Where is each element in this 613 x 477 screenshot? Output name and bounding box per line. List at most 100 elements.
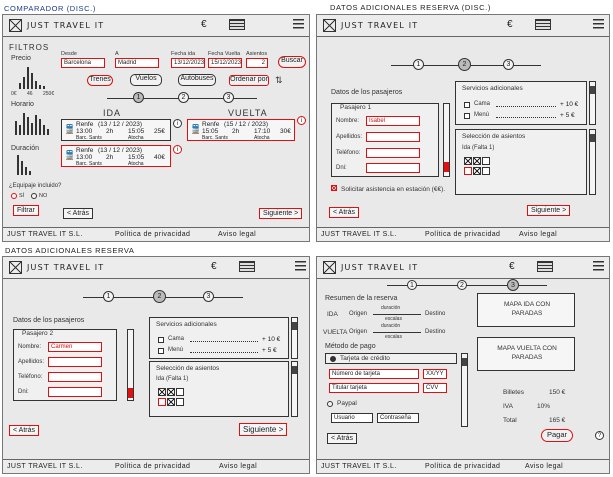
language-flag-icon[interactable]: [229, 19, 245, 30]
language-flag-icon[interactable]: [535, 19, 551, 30]
back-button[interactable]: < Atrás: [63, 208, 93, 219]
filter-button[interactable]: Filtrar: [13, 205, 39, 216]
footer-privacy-link[interactable]: Política de privacidad: [115, 463, 191, 470]
logo-icon[interactable]: [323, 261, 336, 274]
map-ida[interactable]: MAPA IDA CON PARADAS: [477, 293, 575, 327]
next-button[interactable]: Siguiente >: [259, 208, 303, 219]
next-button[interactable]: Siguiente >: [527, 205, 571, 216]
currency-selector[interactable]: €: [507, 19, 513, 30]
passenger-tab[interactable]: Pasajero 1: [340, 104, 372, 111]
assist-checkbox[interactable]: [331, 185, 337, 191]
step-3[interactable]: 3: [507, 279, 519, 291]
currency-selector[interactable]: €: [201, 19, 207, 30]
luggage-no-radio[interactable]: [31, 193, 37, 199]
seat-selected[interactable]: [158, 398, 166, 406]
bed-checkbox[interactable]: [158, 337, 164, 343]
card-number-field[interactable]: Número de tarjeta: [329, 369, 419, 379]
currency-selector[interactable]: €: [211, 261, 217, 272]
step-2[interactable]: 2: [457, 280, 467, 290]
payment-scrollbar[interactable]: [461, 353, 468, 427]
seats-field[interactable]: 2: [246, 58, 268, 68]
trip-card-2[interactable]: 🚆 Renfe (13 / 12 / 2023) 13:00 2h 15:05 …: [61, 145, 171, 167]
step-2[interactable]: 2: [178, 92, 189, 103]
services-scrollbar[interactable]: [291, 317, 298, 359]
map-vuelta[interactable]: MAPA VUELTA CON PARADAS: [477, 337, 575, 371]
step-3[interactable]: 3: [203, 291, 214, 302]
seat-free[interactable]: [176, 398, 184, 406]
step-3[interactable]: 3: [503, 59, 514, 70]
from-field[interactable]: Barcelona: [61, 58, 105, 68]
phone-field[interactable]: [366, 148, 420, 158]
paypal-user-field[interactable]: Usuario: [331, 413, 373, 423]
back-button[interactable]: < Atrás: [327, 433, 357, 444]
search-button[interactable]: Buscar: [278, 56, 306, 68]
logo-icon[interactable]: [9, 19, 22, 32]
seats-scrollbar[interactable]: [589, 129, 596, 195]
menu-icon[interactable]: [295, 261, 306, 271]
tab-trains[interactable]: Trenes: [87, 75, 113, 86]
footer-legal-link[interactable]: Aviso legal: [219, 463, 258, 470]
return-date-field[interactable]: 15/12/2023: [208, 58, 242, 68]
menu-icon[interactable]: [293, 19, 304, 29]
to-field[interactable]: Madrid: [115, 58, 159, 68]
seat-free[interactable]: [482, 167, 490, 175]
seat-selected[interactable]: [464, 167, 472, 175]
bed-checkbox[interactable]: [464, 102, 470, 108]
step-1[interactable]: 1: [407, 280, 417, 290]
trip-3-info-icon[interactable]: i: [297, 116, 306, 125]
seat-free[interactable]: [482, 157, 490, 165]
dni-field[interactable]: [48, 387, 102, 397]
card-expiry-field[interactable]: XX/YY: [423, 369, 447, 379]
card-holder-field[interactable]: Titular tarjeta: [329, 383, 419, 393]
phone-field[interactable]: [48, 372, 102, 382]
name-field[interactable]: Carmen: [48, 342, 102, 352]
menu-checkbox[interactable]: [158, 348, 164, 354]
step-1[interactable]: 1: [103, 291, 114, 302]
tab-buses[interactable]: Autobuses: [178, 74, 216, 86]
trip-1-info-icon[interactable]: i: [173, 119, 182, 128]
step-1[interactable]: 1: [133, 92, 144, 103]
passengers-scrollbar[interactable]: [443, 103, 450, 177]
step-2[interactable]: 2: [153, 290, 166, 303]
next-button[interactable]: Siguiente >: [239, 423, 288, 436]
step-1[interactable]: 1: [413, 59, 424, 70]
back-button[interactable]: < Atrás: [9, 425, 39, 436]
help-icon[interactable]: ?: [595, 431, 604, 440]
surname-field[interactable]: [48, 357, 102, 367]
trip-card-1[interactable]: 🚆 Renfe (13 / 12 / 2023) 13:00 2h 15:05 …: [61, 119, 171, 141]
surname-field[interactable]: [366, 132, 420, 142]
passengers-scrollbar[interactable]: [127, 329, 134, 401]
logo-icon[interactable]: [9, 261, 22, 274]
step-2[interactable]: 2: [458, 58, 471, 71]
logo-icon[interactable]: [323, 19, 336, 32]
step-3[interactable]: 3: [223, 92, 234, 103]
duration-histogram[interactable]: [15, 153, 45, 175]
seat-free[interactable]: [176, 388, 184, 396]
trip-2-info-icon[interactable]: i: [173, 145, 182, 154]
trip-card-3[interactable]: 🚆 Renfe (15 / 12 / 2023) 15:05 2h 17:10 …: [187, 119, 295, 141]
paypal-password-field[interactable]: Contraseña: [377, 413, 419, 423]
sort-button[interactable]: Ordenar por: [229, 75, 269, 86]
pay-button[interactable]: Pagar: [541, 429, 573, 442]
depart-date-field[interactable]: 13/12/2023: [171, 58, 205, 68]
services-scrollbar[interactable]: [589, 81, 596, 125]
paypal-radio[interactable]: [327, 401, 333, 407]
language-flag-icon[interactable]: [537, 261, 553, 272]
passenger-tab[interactable]: Pasajero 2: [22, 330, 54, 337]
footer-legal-link[interactable]: Aviso legal: [218, 231, 257, 238]
footer-privacy-link[interactable]: Política de privacidad: [425, 463, 501, 470]
sort-direction-icon[interactable]: ⇅: [275, 75, 283, 85]
card-option[interactable]: Tarjeta de crédito: [325, 353, 457, 364]
luggage-yes-radio[interactable]: [11, 193, 17, 199]
footer-legal-link[interactable]: Aviso legal: [519, 231, 558, 238]
language-flag-icon[interactable]: [239, 261, 255, 272]
footer-privacy-link[interactable]: Política de privacidad: [115, 231, 191, 238]
footer-privacy-link[interactable]: Política de privacidad: [425, 231, 501, 238]
card-radio[interactable]: [330, 356, 336, 362]
currency-selector[interactable]: €: [509, 261, 515, 272]
price-histogram[interactable]: [17, 63, 53, 89]
card-cvv-field[interactable]: CVV: [423, 383, 447, 393]
schedule-histogram[interactable]: [13, 111, 55, 135]
footer-legal-link[interactable]: Aviso legal: [525, 463, 564, 470]
menu-icon[interactable]: [593, 261, 604, 271]
